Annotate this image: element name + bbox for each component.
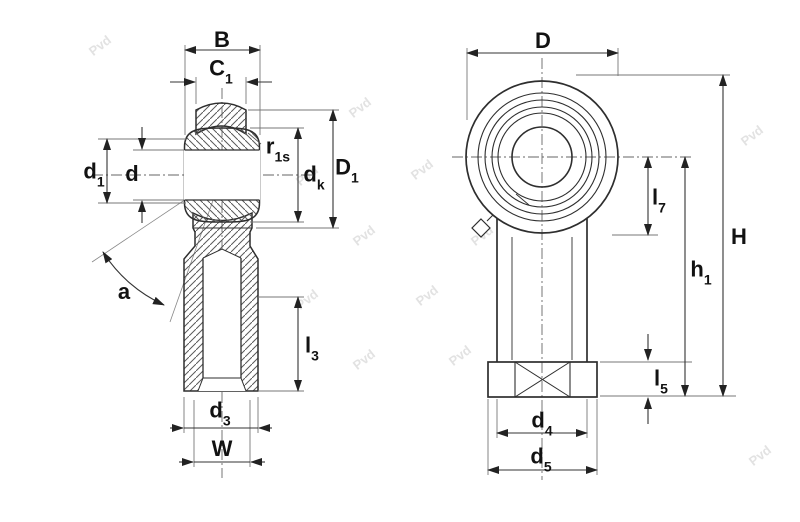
dim-label-dk: dk — [303, 161, 325, 193]
dim-label-B: B — [214, 27, 230, 52]
dim-label-W: W — [211, 436, 233, 461]
housing-top-cap — [195, 102, 247, 136]
dim-label-D: D — [535, 28, 551, 53]
dim-label-h1: h1 — [690, 256, 712, 288]
head-outer-circle — [465, 80, 619, 234]
dim-label-l5: l5 — [654, 365, 668, 397]
dim-label-d4: d4 — [531, 407, 553, 439]
ball-bore — [184, 150, 260, 200]
dim-label-l3: l3 — [305, 332, 319, 364]
dim-label-a: a — [117, 279, 131, 304]
misalignment-angle-arc — [102, 251, 165, 306]
dim-label-d1: d1 — [83, 158, 105, 190]
dim-label-d3: d3 — [209, 397, 231, 429]
internal-thread-bore — [198, 249, 246, 391]
dim-label-r1s: r1s — [265, 133, 291, 165]
dim-label-l7: l7 — [652, 184, 666, 216]
dim-label-H: H — [731, 224, 747, 249]
dim-label-d: d — [125, 161, 139, 186]
dim-label-d5: d5 — [530, 443, 552, 475]
dim-label-D1: D1 — [335, 154, 359, 186]
grease-nipple — [471, 214, 494, 238]
dim-label-C1: C1 — [209, 55, 233, 87]
hex-base — [487, 361, 598, 398]
bore-circle — [511, 126, 573, 188]
